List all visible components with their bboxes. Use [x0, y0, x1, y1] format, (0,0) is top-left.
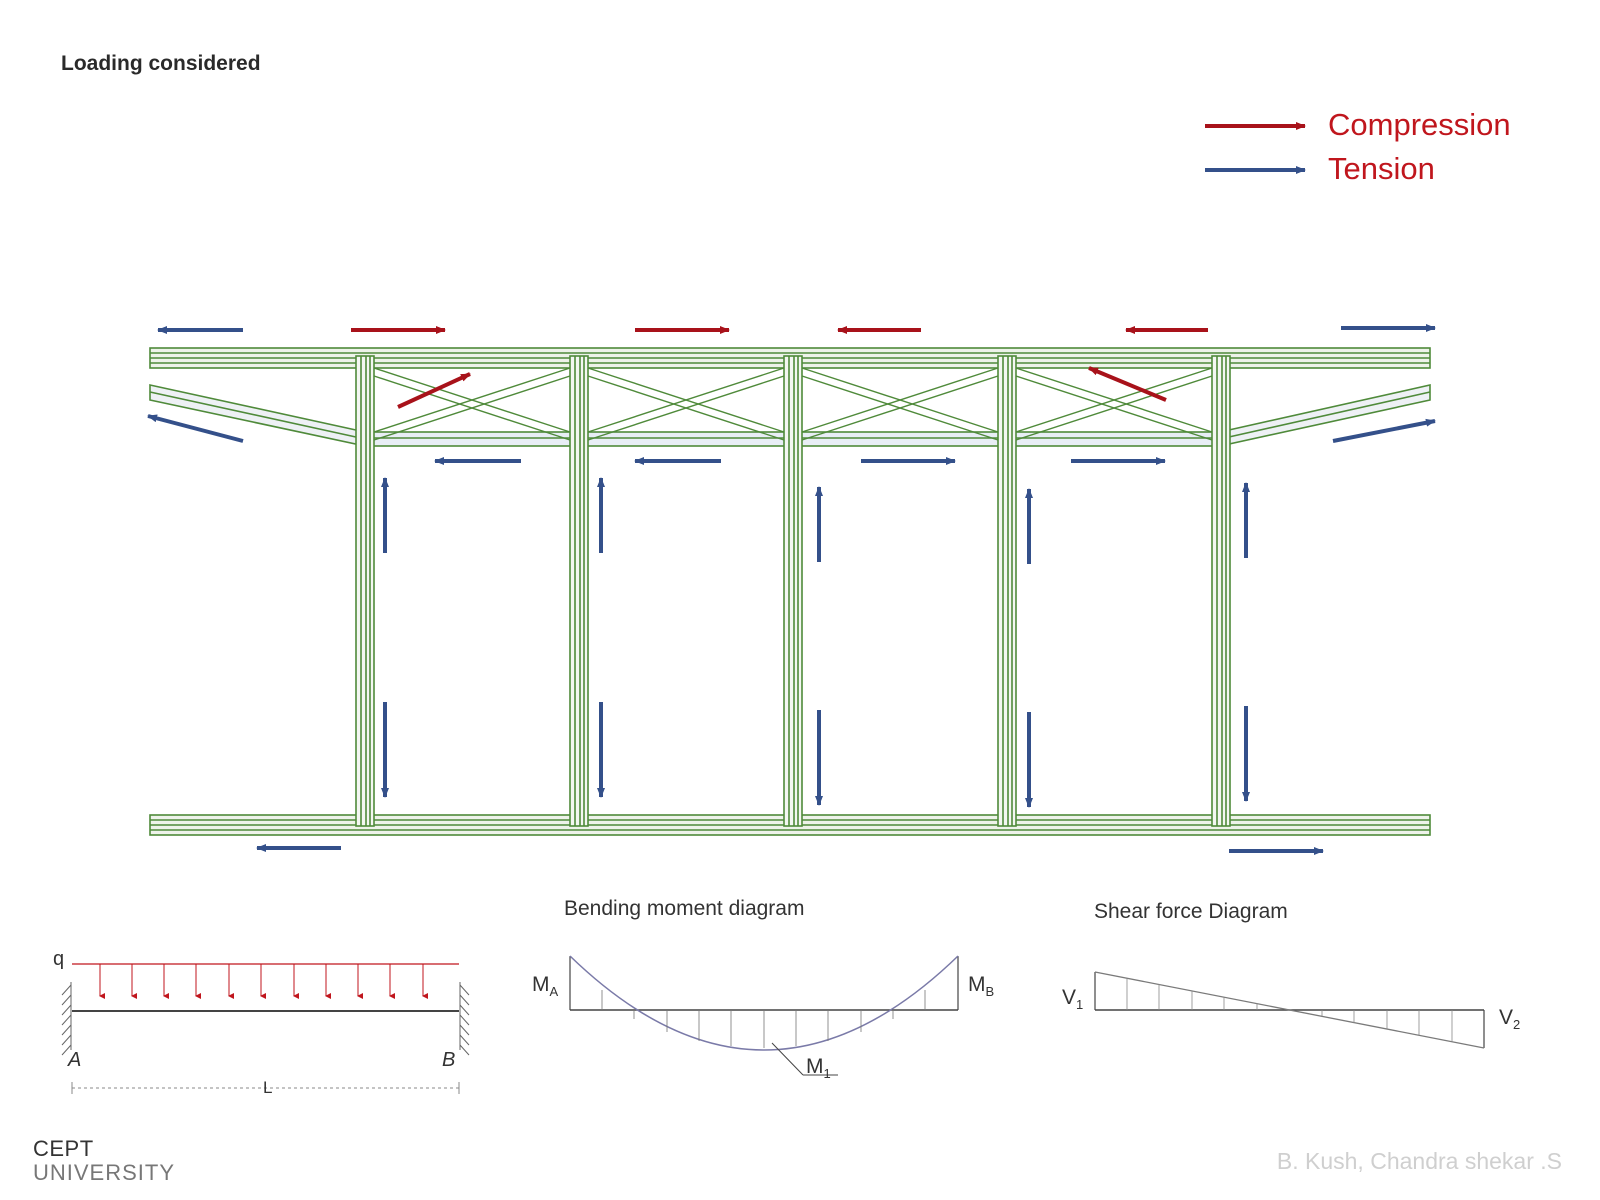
compression-arrow	[397, 372, 471, 409]
tension-arrow	[1332, 418, 1436, 443]
load-label: q	[53, 948, 64, 970]
bending-moment-caption: Bending moment diagram	[564, 897, 805, 920]
logo-line2: UNIVERSITY	[33, 1160, 176, 1185]
fixed-beam-diagram: q A B L	[53, 948, 470, 1097]
force-arrows	[147, 324, 1436, 855]
author-credit: B. Kush, Chandra shekar .S	[1276, 1148, 1562, 1174]
v2-label: V2	[1499, 1006, 1520, 1032]
right-fixed-support	[459, 982, 470, 1056]
support-a-label: A	[67, 1049, 81, 1071]
bending-moment-diagram: MA MB M1	[532, 955, 994, 1081]
shear-force-caption: Shear force Diagram	[1094, 900, 1288, 923]
left-wing-member	[149, 384, 366, 447]
span-label: L	[263, 1078, 272, 1097]
mb-label: MB	[968, 973, 994, 999]
compression-arrow	[1088, 366, 1167, 402]
v1-label: V1	[1062, 986, 1083, 1012]
right-wing-member	[1219, 384, 1431, 447]
left-fixed-support	[61, 982, 72, 1056]
support-b-label: B	[442, 1049, 455, 1071]
tension-legend-label: Tension	[1328, 151, 1435, 186]
ma-label: MA	[532, 973, 559, 999]
m1-label: M1	[806, 1055, 831, 1081]
tension-arrow	[147, 414, 244, 443]
shear-force-diagram: V1 V2	[1062, 971, 1520, 1049]
vertical-posts	[355, 355, 1231, 827]
legend	[1205, 122, 1306, 174]
span-dimension	[71, 1082, 460, 1094]
compression-legend-label: Compression	[1328, 107, 1511, 142]
frame	[149, 347, 1431, 836]
x-bracing	[373, 367, 1213, 441]
page-title: Loading considered	[61, 52, 261, 75]
logo-line1: CEPT	[33, 1136, 94, 1161]
